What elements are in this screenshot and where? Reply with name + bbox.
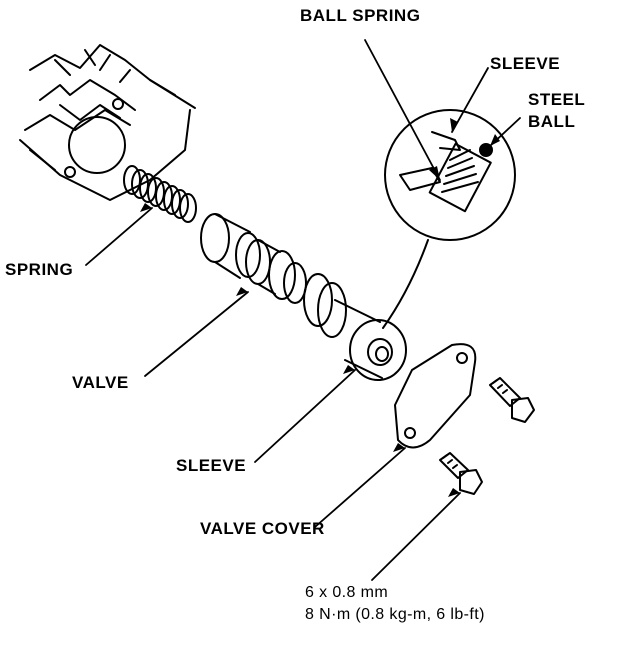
bolt-torque-spec: 8 N·m (0.8 kg-m, 6 lb-ft) [305,606,485,623]
label-steel: STEEL [528,90,586,109]
spring [123,165,197,223]
leader-valve-cover [314,447,406,528]
label-valve-cover: VALVE COVER [200,519,325,538]
leader-sleeve-detail [451,67,489,133]
label-spring: SPRING [5,260,74,279]
leader-ball-spring [364,39,441,181]
leader-arrowheads [140,118,500,497]
bolt-upper [489,377,535,423]
label-ball-spring: BALL SPRING [300,6,421,25]
detail-magnifier [382,109,516,329]
valve-spool [200,213,347,338]
leader-sleeve [254,369,356,463]
valve-cover-plate [394,343,477,449]
bolt-lower [439,452,483,495]
leader-valve [144,291,249,377]
label-sleeve: SLEEVE [176,456,247,475]
bolt-size-spec: 6 x 0.8 mm [305,584,389,601]
valve-sleeve [334,299,407,381]
leader-bolt [371,492,461,581]
leader-lines [85,39,521,581]
label-valve: VALVE [72,373,129,392]
leader-spring [85,207,153,266]
label-sleeve-detail: SLEEVE [490,54,561,73]
label-ball: BALL [528,112,576,131]
valve-body-casting [19,44,196,201]
